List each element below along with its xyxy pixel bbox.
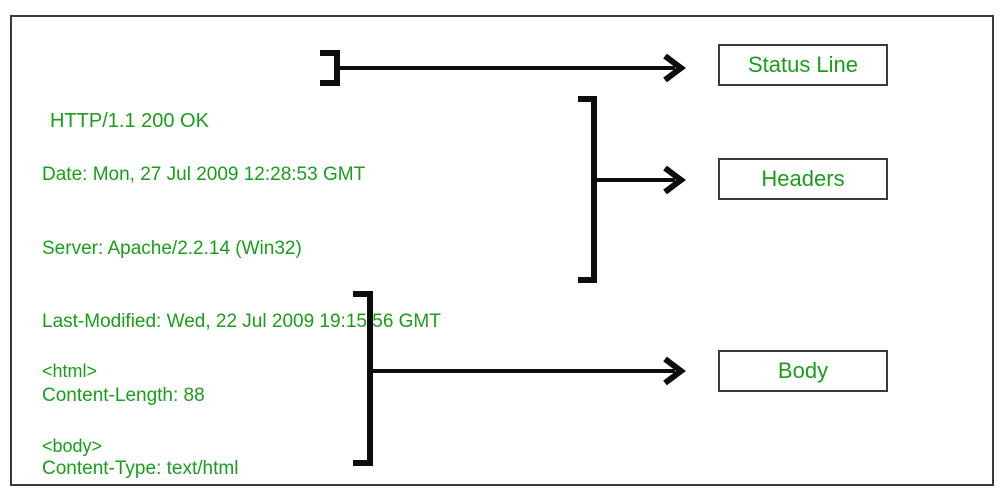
label-box-body: Body bbox=[718, 350, 888, 392]
body-line-0: <html> bbox=[42, 361, 98, 381]
header-line-2: Last-Modified: Wed, 22 Jul 2009 19:15:56… bbox=[42, 311, 441, 332]
label-box-status-line-text: Status Line bbox=[747, 52, 859, 77]
headers-text: Date: Mon, 27 Jul 2009 12:28:53 GMT Serv… bbox=[42, 114, 441, 499]
header-line-4: Content-Type: text/html bbox=[42, 458, 239, 479]
label-box-status-line: Status Line bbox=[718, 44, 888, 86]
label-box-body-text: Body bbox=[777, 358, 829, 383]
status-line-text: HTTP/1.1 200 OK bbox=[50, 56, 209, 186]
header-line-3: Content-Length: 88 bbox=[42, 384, 205, 406]
status-line-line-0: HTTP/1.1 200 OK bbox=[50, 110, 209, 132]
body-line-1: <body> bbox=[42, 436, 103, 456]
label-box-headers: Headers bbox=[718, 158, 888, 200]
body-text: <html> <body> <h1>Hello, World!</h1> </b… bbox=[42, 309, 232, 499]
header-line-0: Date: Mon, 27 Jul 2009 12:28:53 GMT bbox=[42, 164, 366, 185]
header-line-1: Server: Apache/2.2.14 (Win32) bbox=[42, 237, 302, 259]
label-box-headers-text: Headers bbox=[761, 166, 845, 191]
figure-border bbox=[10, 15, 994, 486]
